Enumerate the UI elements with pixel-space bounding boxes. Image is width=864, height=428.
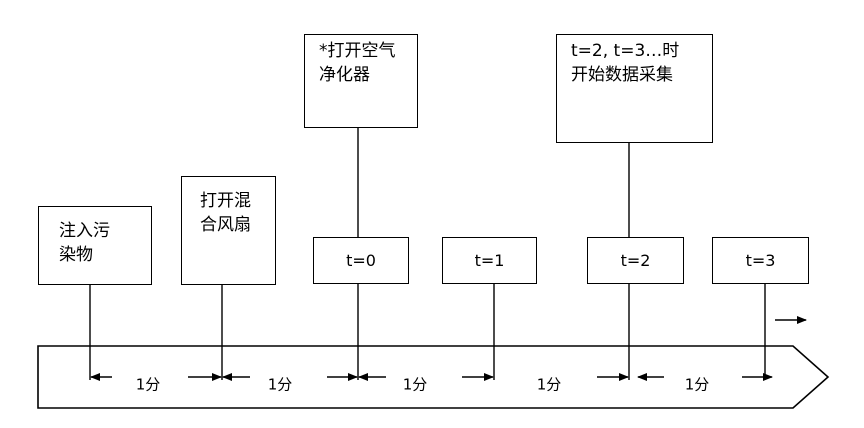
event-label-inject: 注入污 染物 [59, 221, 110, 265]
interval-label-5: 1分 [684, 375, 710, 394]
event-box-fan: 打开混 合风扇 [181, 176, 276, 285]
time-box-t2: t=2 [587, 237, 684, 284]
event-label-fan: 打开混 合风扇 [200, 191, 251, 235]
time-label-t1: t=1 [474, 251, 505, 270]
timeline-arrow-shape [37, 345, 830, 409]
event-label-purifier: *打开空气 净化器 [319, 41, 396, 85]
time-box-t3: t=3 [712, 237, 809, 284]
event-box-sampling: t=2, t=3…时 开始数据采集 [556, 34, 713, 143]
time-label-t0: t=0 [346, 251, 376, 270]
interval-label-4: 1分 [536, 375, 562, 394]
interval-label-3: 1分 [402, 375, 428, 394]
interval-label-1: 1分 [135, 375, 161, 394]
time-label-t2: t=2 [620, 251, 651, 270]
event-box-inject: 注入污 染物 [38, 206, 152, 285]
time-box-t1: t=1 [442, 237, 537, 284]
interval-label-2: 1分 [267, 375, 293, 394]
event-box-purifier: *打开空气 净化器 [304, 34, 418, 128]
time-box-t0: t=0 [313, 237, 409, 284]
event-label-sampling: t=2, t=3…时 开始数据采集 [571, 41, 680, 85]
time-label-t3: t=3 [745, 251, 776, 270]
